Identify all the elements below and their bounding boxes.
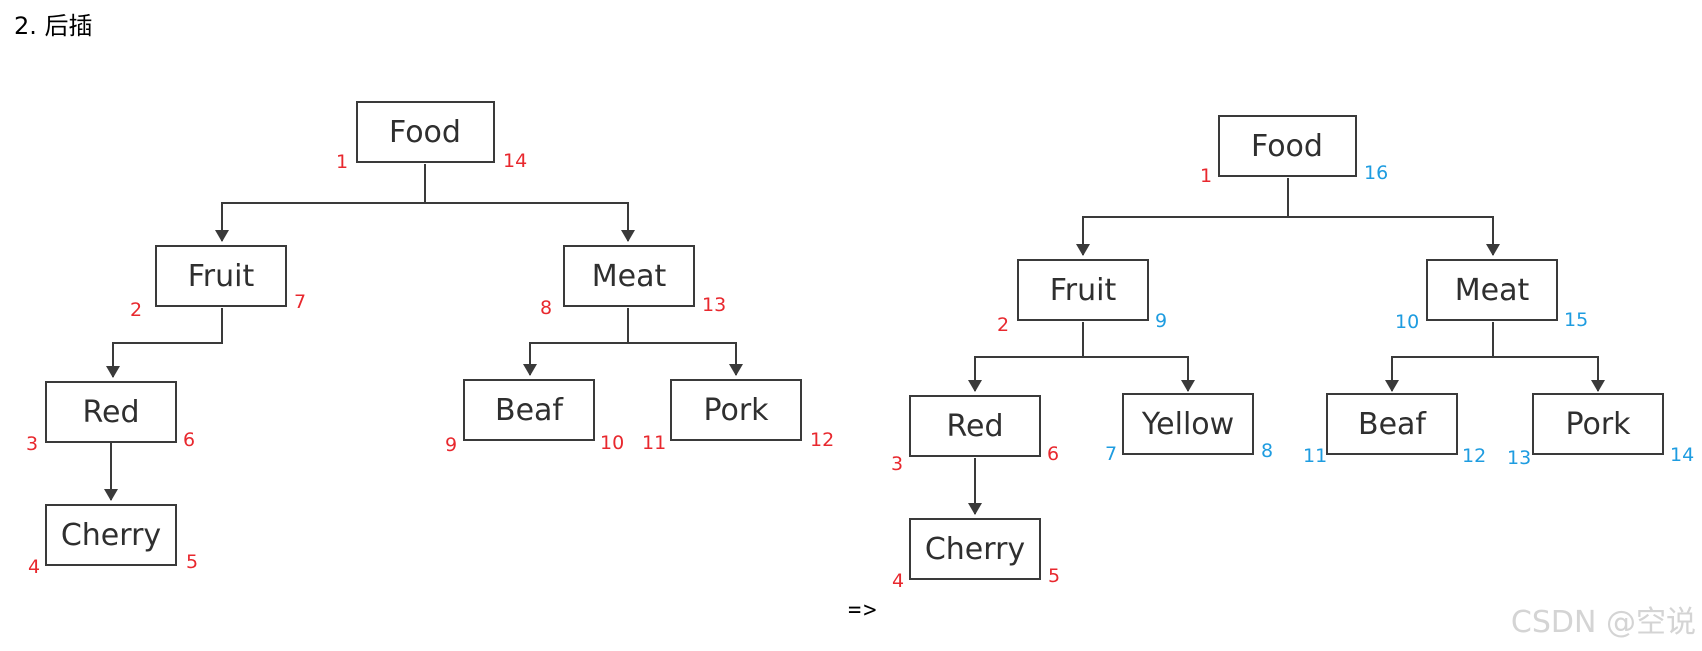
edge-meat-beaf: [1385, 322, 1494, 392]
left-number: 11: [642, 432, 666, 454]
left-number: 2: [130, 299, 142, 321]
left-number: 8: [540, 297, 552, 319]
node-label: Pork: [703, 393, 769, 428]
right-number: 14: [503, 150, 527, 172]
left-number: 1: [336, 151, 348, 173]
node-label: Food: [389, 115, 461, 150]
node-box: [356, 101, 495, 163]
node-label: Cherry: [61, 518, 161, 553]
edge-meat-pork: [628, 342, 743, 376]
node-food: Food 1 16: [1200, 115, 1388, 187]
before-tree: Food 1 14 Fruit 2 7 Meat 8 13 Red 3 6 Be: [26, 101, 834, 578]
right-number: 12: [1462, 445, 1486, 467]
right-number: 14: [1670, 444, 1694, 466]
node-label: Red: [83, 395, 140, 430]
edge-fruit-red: [968, 322, 1084, 392]
node-box: [563, 245, 695, 307]
node-label: Pork: [1565, 407, 1631, 442]
node-box: [1532, 393, 1664, 455]
right-number: 16: [1364, 162, 1388, 184]
left-number: 9: [445, 434, 457, 456]
edge-fruit-red: [106, 308, 223, 378]
node-box: [45, 381, 177, 443]
node-box: [45, 504, 177, 566]
right-number: 5: [1048, 565, 1060, 587]
right-number: 5: [186, 551, 198, 573]
node-red: Red 3 6: [26, 381, 195, 455]
node-label: Fruit: [188, 259, 255, 294]
section-heading: 2. 后插: [14, 12, 93, 40]
edge-meat-beaf: [523, 308, 629, 376]
left-number: 3: [26, 433, 38, 455]
node-label: Yellow: [1141, 407, 1234, 442]
right-number: 6: [1047, 443, 1059, 465]
node-food: Food 1 14: [336, 101, 527, 173]
node-pork: Pork 11 12: [642, 379, 834, 454]
node-box: [909, 518, 1041, 580]
right-number: 6: [183, 429, 195, 451]
right-number: 7: [294, 291, 306, 313]
node-cherry: Cherry 4 5: [892, 518, 1060, 592]
edge-fruit-yellow: [1083, 356, 1195, 392]
edge-food-meat: [425, 202, 635, 242]
left-number: 2: [997, 314, 1009, 336]
node-label: Meat: [1455, 273, 1530, 308]
right-number: 12: [810, 429, 834, 451]
left-number: 10: [1395, 311, 1419, 333]
node-box: [155, 245, 287, 307]
edge-meat-pork: [1493, 356, 1605, 392]
right-number: 13: [702, 294, 726, 316]
node-meat: Meat 8 13: [540, 245, 726, 319]
node-red: Red 3 6: [891, 395, 1059, 475]
transform-arrow: =>: [848, 598, 879, 623]
node-label: Food: [1251, 129, 1323, 164]
node-yellow: Yellow 7 8: [1105, 393, 1273, 465]
node-meat: Meat 10 15: [1395, 259, 1588, 333]
left-number: 13: [1507, 447, 1531, 469]
right-number: 9: [1155, 310, 1167, 332]
node-cherry: Cherry 4 5: [28, 504, 198, 578]
left-number: 3: [891, 453, 903, 475]
node-label: Cherry: [925, 532, 1025, 567]
left-number: 1: [1200, 165, 1212, 187]
after-tree: Food 1 16 Fruit 2 9 Meat 10 15 Red 3 6 Y: [891, 115, 1694, 592]
node-box: [1326, 393, 1458, 455]
node-box: [1017, 259, 1149, 321]
watermark: CSDN @空说: [1510, 605, 1696, 640]
right-number: 10: [600, 432, 624, 454]
left-number: 7: [1105, 443, 1117, 465]
left-number: 11: [1303, 445, 1327, 467]
right-number: 8: [1261, 440, 1273, 462]
left-number: 4: [892, 570, 904, 592]
left-number: 4: [28, 556, 40, 578]
node-label: Fruit: [1050, 273, 1117, 308]
node-label: Beaf: [495, 393, 564, 428]
node-box: [670, 379, 802, 441]
node-box: [909, 395, 1041, 457]
edge-food-fruit: [215, 164, 426, 242]
node-box: [1218, 115, 1357, 177]
node-fruit: Fruit 2 7: [130, 245, 306, 321]
node-box: [463, 379, 595, 441]
node-label: Red: [947, 409, 1004, 444]
right-number: 15: [1564, 309, 1588, 331]
edge-food-fruit: [1076, 178, 1289, 256]
node-fruit: Fruit 2 9: [997, 259, 1167, 336]
node-box: [1122, 393, 1254, 455]
edge-food-meat: [1288, 216, 1500, 256]
node-label: Meat: [592, 259, 667, 294]
node-label: Beaf: [1358, 407, 1427, 442]
node-beaf: Beaf 9 10: [445, 379, 624, 456]
node-box: [1426, 259, 1558, 321]
node-beaf: Beaf 11 12: [1303, 393, 1486, 467]
node-pork: Pork 13 14: [1507, 393, 1694, 469]
